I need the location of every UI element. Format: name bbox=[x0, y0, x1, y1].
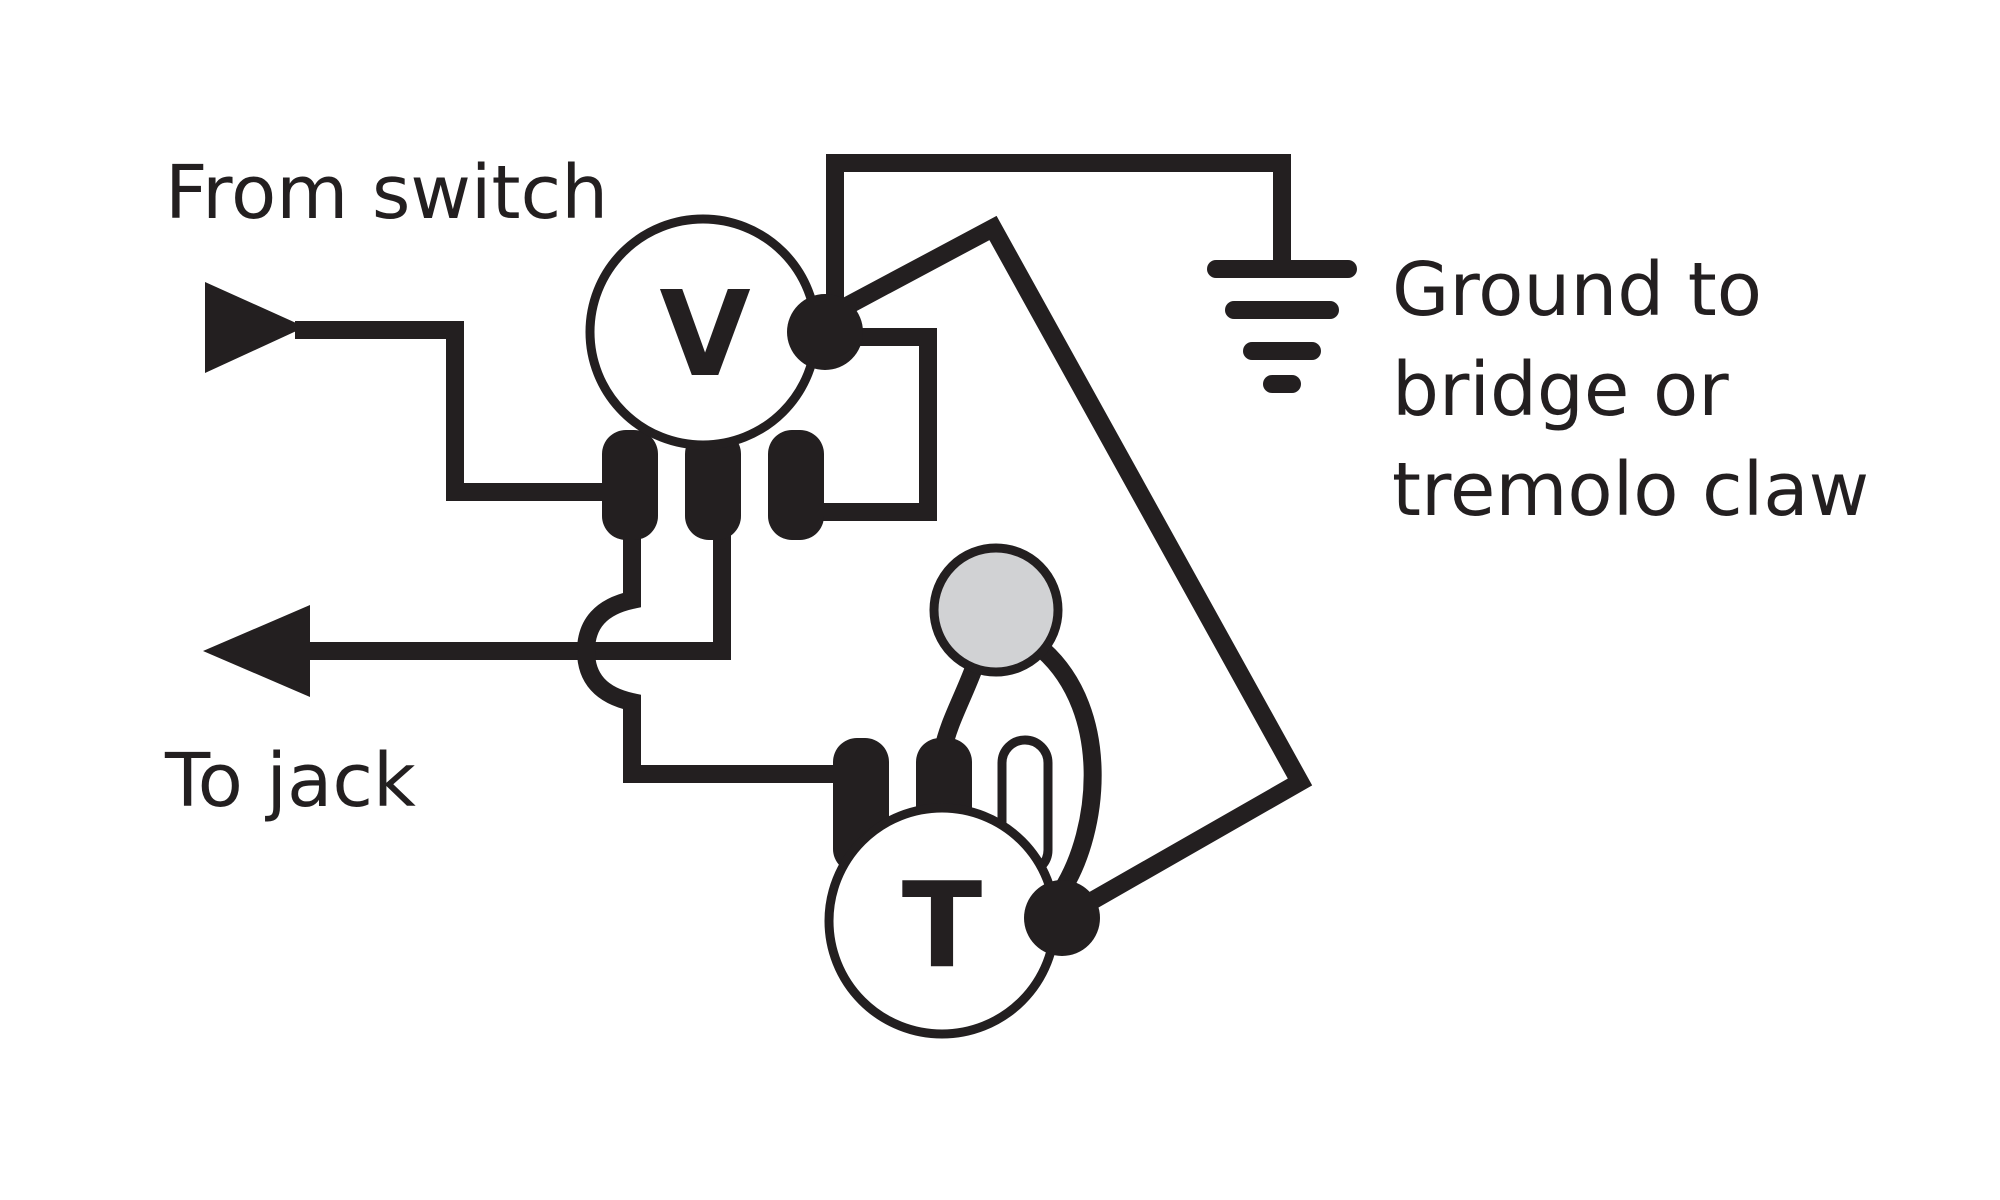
volume-pot-label: V bbox=[659, 265, 750, 403]
ground-label-line-3: tremolo claw bbox=[1392, 447, 1869, 533]
volume-pot: V bbox=[585, 214, 863, 450]
input-arrow-icon bbox=[205, 282, 305, 373]
casing-ground-wire bbox=[840, 215, 1313, 926]
jack-wire bbox=[300, 530, 731, 660]
tone-pot-label: T bbox=[902, 856, 983, 994]
volume-lugs bbox=[602, 430, 824, 540]
capacitor-icon bbox=[929, 543, 1063, 677]
from-switch-label: From switch bbox=[165, 150, 608, 236]
volume-ground-solder-dot bbox=[787, 294, 863, 370]
tone-feed-wire bbox=[576, 530, 842, 783]
ground-label-line-1: Ground to bbox=[1392, 247, 1762, 333]
pot-ground-loop-wire bbox=[822, 328, 937, 521]
capacitor-lead-right bbox=[1036, 643, 1102, 895]
tone-ground-solder-dot bbox=[1024, 880, 1100, 956]
ground-label-line-2: bridge or bbox=[1392, 347, 1729, 433]
ground-icon bbox=[1207, 260, 1357, 393]
to-jack-label: To jack bbox=[164, 738, 416, 824]
ground-frame-wire bbox=[826, 154, 1291, 330]
output-arrow-icon bbox=[203, 605, 310, 697]
capacitor-lead-left bbox=[934, 664, 983, 752]
switch-wire bbox=[295, 321, 612, 501]
tone-pot: T bbox=[824, 803, 1100, 1039]
